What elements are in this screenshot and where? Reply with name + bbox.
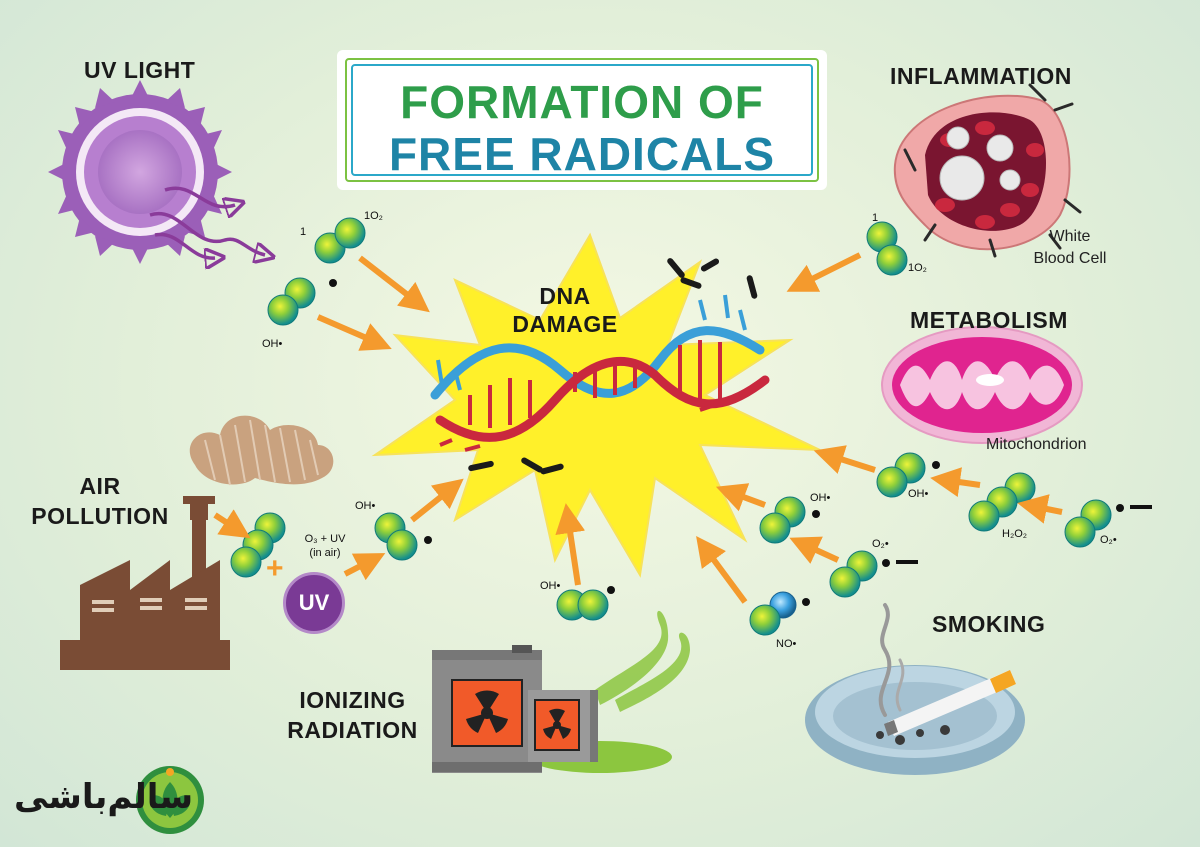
reaction-arrows bbox=[213, 252, 1063, 604]
molecule-label: 1O₂ bbox=[364, 210, 383, 222]
molecule-icon bbox=[374, 512, 432, 561]
label-smoking: SMOKING bbox=[932, 611, 1046, 637]
molecule-icon bbox=[759, 496, 820, 544]
molecule-label: 1 bbox=[300, 226, 307, 238]
molecule-label: O₂• bbox=[872, 538, 889, 550]
label-inflammation: INFLAMMATION bbox=[890, 63, 1072, 89]
plus-sign: + bbox=[266, 552, 284, 585]
molecule-icon bbox=[1064, 499, 1152, 548]
molecule-icon bbox=[829, 550, 918, 598]
title-frame-outer bbox=[345, 58, 819, 182]
logo-text: سالم‌باشی bbox=[14, 777, 193, 817]
blood-vessel-icon bbox=[893, 83, 1082, 258]
molecule-icon bbox=[749, 591, 810, 636]
caption-white-blood-line-2: Blood Cell bbox=[1033, 250, 1107, 267]
ashtray-cigarette-icon bbox=[805, 603, 1025, 775]
molecule-label: 1 bbox=[872, 212, 879, 224]
molecule-label: O₃ + UV bbox=[304, 533, 346, 545]
label-air-line-2: POLLUTION bbox=[31, 503, 169, 529]
caption-white-blood-line-1: White bbox=[1049, 228, 1091, 245]
molecule-label: H₂O₂ bbox=[1002, 528, 1028, 540]
molecule-label: OH• bbox=[262, 338, 283, 350]
molecule-icon bbox=[314, 217, 366, 264]
title-frame-inner bbox=[351, 64, 813, 176]
molecule-label: OH• bbox=[355, 500, 376, 512]
label-uv-light: UV LIGHT bbox=[84, 57, 196, 83]
center-label-line-2: DAMAGE bbox=[512, 311, 618, 337]
dna-helix-icon bbox=[430, 258, 770, 475]
brand-logo: سالم‌باشی bbox=[14, 765, 214, 835]
molecule-icon bbox=[968, 472, 1036, 532]
molecule-label: O₂• bbox=[1100, 534, 1117, 546]
molecule-label: NO• bbox=[776, 638, 797, 650]
factory-icon bbox=[60, 415, 334, 670]
molecule-label: OH• bbox=[540, 580, 561, 592]
molecule-icon bbox=[267, 277, 337, 326]
mitochondrion-icon bbox=[881, 326, 1083, 444]
title-box: FORMATION OF FREE RADICALS bbox=[337, 50, 827, 190]
title-line-1: FORMATION OF bbox=[400, 76, 764, 128]
label-air-line-1: AIR bbox=[79, 473, 121, 499]
molecule-label: (in air) bbox=[309, 547, 341, 559]
label-ionizing-line-2: RADIATION bbox=[287, 717, 418, 743]
center-label-line-1: DNA bbox=[539, 283, 591, 309]
leaf-logo-icon bbox=[136, 766, 204, 834]
molecule-icon bbox=[866, 221, 908, 276]
uv-rays bbox=[149, 186, 265, 258]
molecule-label: 1O₂ bbox=[908, 262, 927, 274]
sun-icon bbox=[48, 80, 232, 264]
caption-mitochondrion: Mitochondrion bbox=[986, 436, 1087, 453]
molecule-label: OH• bbox=[810, 492, 831, 504]
uv-badge: UV bbox=[283, 572, 345, 634]
radioactive-barrel-icon bbox=[432, 610, 690, 773]
molecule-icon bbox=[556, 586, 615, 621]
label-metabolism: METABOLISM bbox=[910, 307, 1068, 333]
molecule-label: OH• bbox=[908, 488, 929, 500]
molecule-icon bbox=[876, 452, 940, 498]
title-line-2: FREE RADICALS bbox=[388, 128, 776, 180]
molecule-icon bbox=[230, 512, 286, 578]
label-ionizing-line-1: IONIZING bbox=[299, 687, 406, 713]
